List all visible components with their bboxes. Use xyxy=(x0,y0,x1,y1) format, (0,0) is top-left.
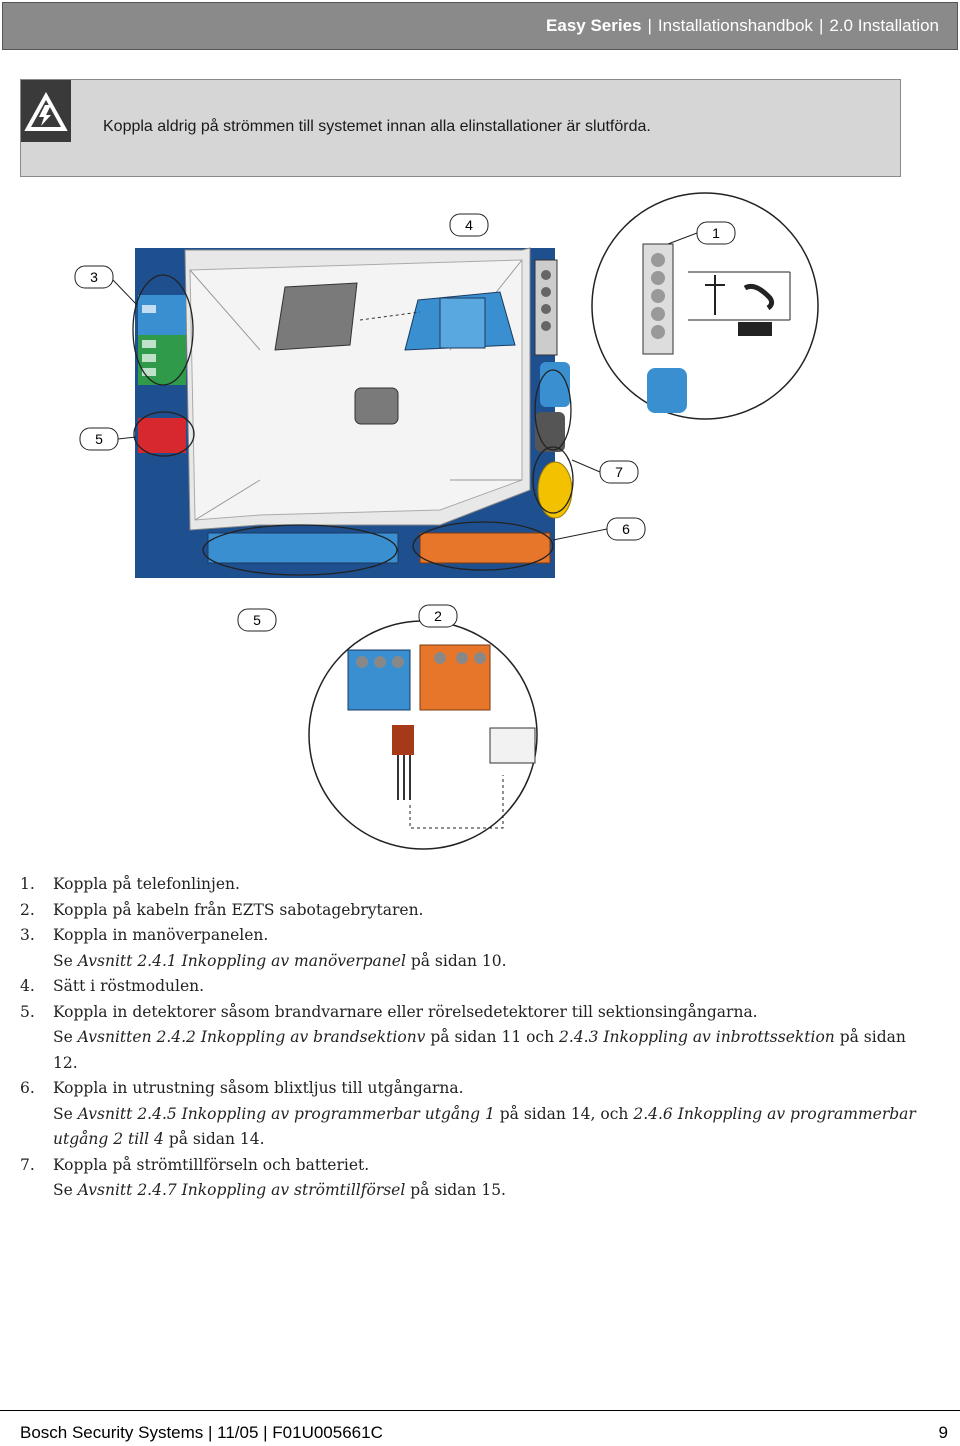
step-item: 7. Koppla på strömtillförseln och batter… xyxy=(20,1153,920,1204)
step-reference: Se Avsnitten 2.4.2 Inkoppling av brandse… xyxy=(53,1028,906,1072)
step-reference: Se Avsnitt 2.4.1 Inkoppling av manöverpa… xyxy=(53,951,507,970)
callout-5-zones: 5 xyxy=(95,431,103,447)
step-item: 1. Koppla på telefonlinjen. xyxy=(20,875,240,893)
reference-link[interactable]: 2.4.6 Inkoppling av programmerbar utgång… xyxy=(53,1104,916,1149)
control-panel-board xyxy=(135,247,573,578)
header-separator: | xyxy=(818,16,824,35)
callout-6: 6 xyxy=(622,521,630,537)
step-item: 3. Koppla in manöverpanelen. Se Avsnitt … xyxy=(20,923,920,974)
callout-4: 4 xyxy=(465,217,473,233)
reference-link[interactable]: 2.4.3 Inkoppling av inbrottssektion xyxy=(559,1028,835,1046)
callout-2: 2 xyxy=(434,608,442,624)
footer-publisher: Bosch Security Systems | 11/05 | F01U005… xyxy=(20,1423,383,1442)
reference-link[interactable]: Avsnitt 2.4.1 Inkoppling av manöverpanel xyxy=(77,951,406,970)
electrical-hazard-icon xyxy=(21,80,71,142)
footer-divider xyxy=(0,1410,960,1411)
step-item: 6. Koppla in utrustning såsom blixtljus … xyxy=(20,1076,920,1153)
wiring-diagram: 4 1 3 5 7 6 5 2 xyxy=(74,192,819,850)
header-book: Installationshandbok xyxy=(657,16,813,35)
step-item: 2. Koppla på kabeln från EZTS sabotagebr… xyxy=(20,900,424,919)
page-header: Easy Series | Installationshandbok | 2.0… xyxy=(2,2,958,50)
callout-1: 1 xyxy=(712,225,720,241)
warning-text: Koppla aldrig på strömmen till systemet … xyxy=(103,118,651,135)
reference-link[interactable]: Avsnitten 2.4.2 Inkoppling av brandsekti… xyxy=(77,1028,426,1046)
step-reference: Se Avsnitt 2.4.7 Inkoppling av strömtill… xyxy=(53,1181,506,1199)
page-number: 9 xyxy=(938,1423,948,1442)
header-section: 2.0 Installation xyxy=(829,16,939,35)
installation-steps: 1. Koppla på telefonlinjen. 2. Koppla på… xyxy=(20,872,920,1204)
step-reference: Se Avsnitt 2.4.5 Inkoppling av programme… xyxy=(53,1104,916,1149)
reference-link[interactable]: Avsnitt 2.4.5 Inkoppling av programmerba… xyxy=(77,1104,495,1123)
header-series: Easy Series xyxy=(546,16,642,35)
reference-link[interactable]: Avsnitt 2.4.7 Inkoppling av strömtillför… xyxy=(77,1181,406,1199)
header-separator: | xyxy=(647,16,652,35)
warning-box: Koppla aldrig på strömmen till systemet … xyxy=(20,79,901,177)
callout-7: 7 xyxy=(615,464,623,480)
callout-3: 3 xyxy=(90,269,98,285)
callout-5-bottom: 5 xyxy=(253,612,261,628)
step-item: 5. Koppla in detektorer såsom brandvarna… xyxy=(20,1000,920,1077)
step-item: 4. Sätt i röstmodulen. xyxy=(20,977,205,995)
